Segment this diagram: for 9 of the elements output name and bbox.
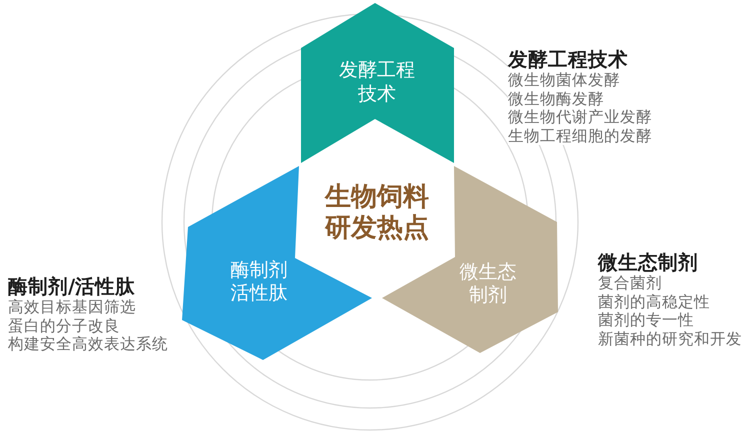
list-item: 新菌种的研究和开发 [598, 330, 742, 348]
list-item: 蛋白的分子改良 [8, 316, 120, 335]
side-heading: 微生态制剂 [598, 252, 698, 274]
list-item: 菌剂的专一性 [598, 311, 694, 330]
list-item: 复合菌剂 [598, 274, 662, 292]
list-item: 菌剂的高稳定性 [598, 292, 710, 311]
list-item: 构建安全高效表达系统 [8, 335, 168, 354]
list-item: 高效目标基因筛选 [8, 298, 136, 316]
side-heading: 酶制剂/活性肽 [8, 276, 136, 298]
